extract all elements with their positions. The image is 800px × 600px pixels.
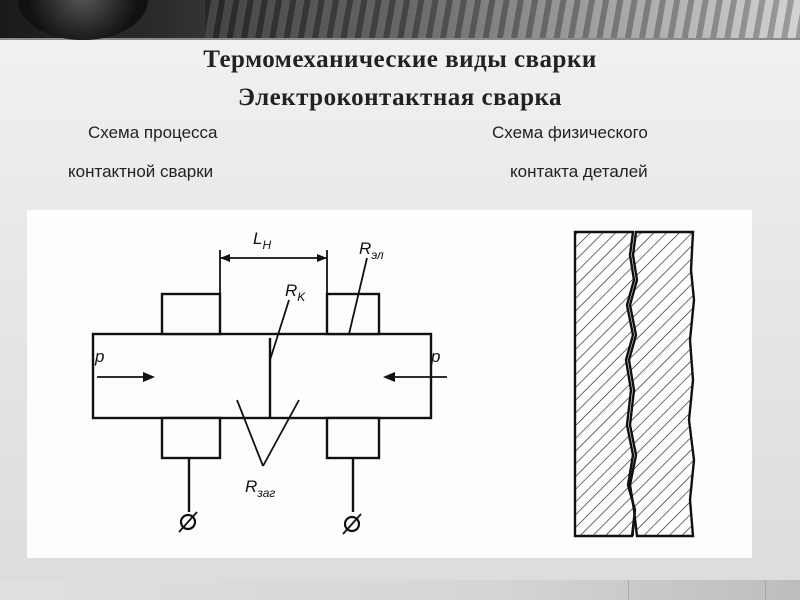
banner-texture (205, 0, 800, 38)
label-p-left: p (94, 347, 104, 366)
footer-divider (765, 580, 766, 600)
right-force-arrowhead (383, 372, 395, 382)
lower-right-electrode (325, 416, 381, 460)
left-force-arrowhead (143, 372, 155, 382)
rzag-leader-right (262, 399, 300, 467)
header-decorative-banner (0, 0, 800, 40)
label-Rk: RK (285, 281, 306, 304)
slide-subtitle: Электроконтактная сварка (237, 84, 563, 111)
right-part (627, 230, 696, 538)
welding-diagram: LН RK Rэл Rзаг p p (91, 229, 696, 538)
contact-welding-scheme (91, 250, 447, 535)
label-L: LН (253, 229, 271, 252)
contact-interface (625, 231, 636, 537)
footer-divider (628, 580, 629, 600)
upper-left-electrode (160, 292, 222, 336)
footer-bar (0, 580, 800, 600)
label-p-right: p (430, 347, 440, 366)
right-terminal-icon (343, 515, 361, 533)
rzag-leader-left (236, 399, 264, 467)
left-terminal-icon (179, 513, 197, 531)
dimension-arrow-right (317, 254, 327, 262)
right-caption-line2: контакта деталей (510, 162, 648, 181)
dimension-arrow-left (220, 254, 230, 262)
slide-title: Термомеханические виды сварки (203, 46, 597, 73)
lower-left-electrode (160, 416, 222, 460)
physical-contact-scheme (573, 230, 696, 538)
wheel-image (18, 0, 148, 40)
diagram-panel: LН RK Rэл Rзаг p p (27, 210, 752, 558)
right-caption-line1: Схема физического (492, 123, 648, 142)
left-caption-line1: Схема процесса (88, 123, 218, 142)
rk-leader (269, 299, 290, 361)
label-Rzag: Rзаг (245, 477, 275, 500)
label-Rel: Rэл (359, 239, 384, 262)
rel-leader (348, 257, 368, 335)
left-caption-line2: контактной сварки (68, 162, 214, 181)
left-part (573, 230, 637, 538)
